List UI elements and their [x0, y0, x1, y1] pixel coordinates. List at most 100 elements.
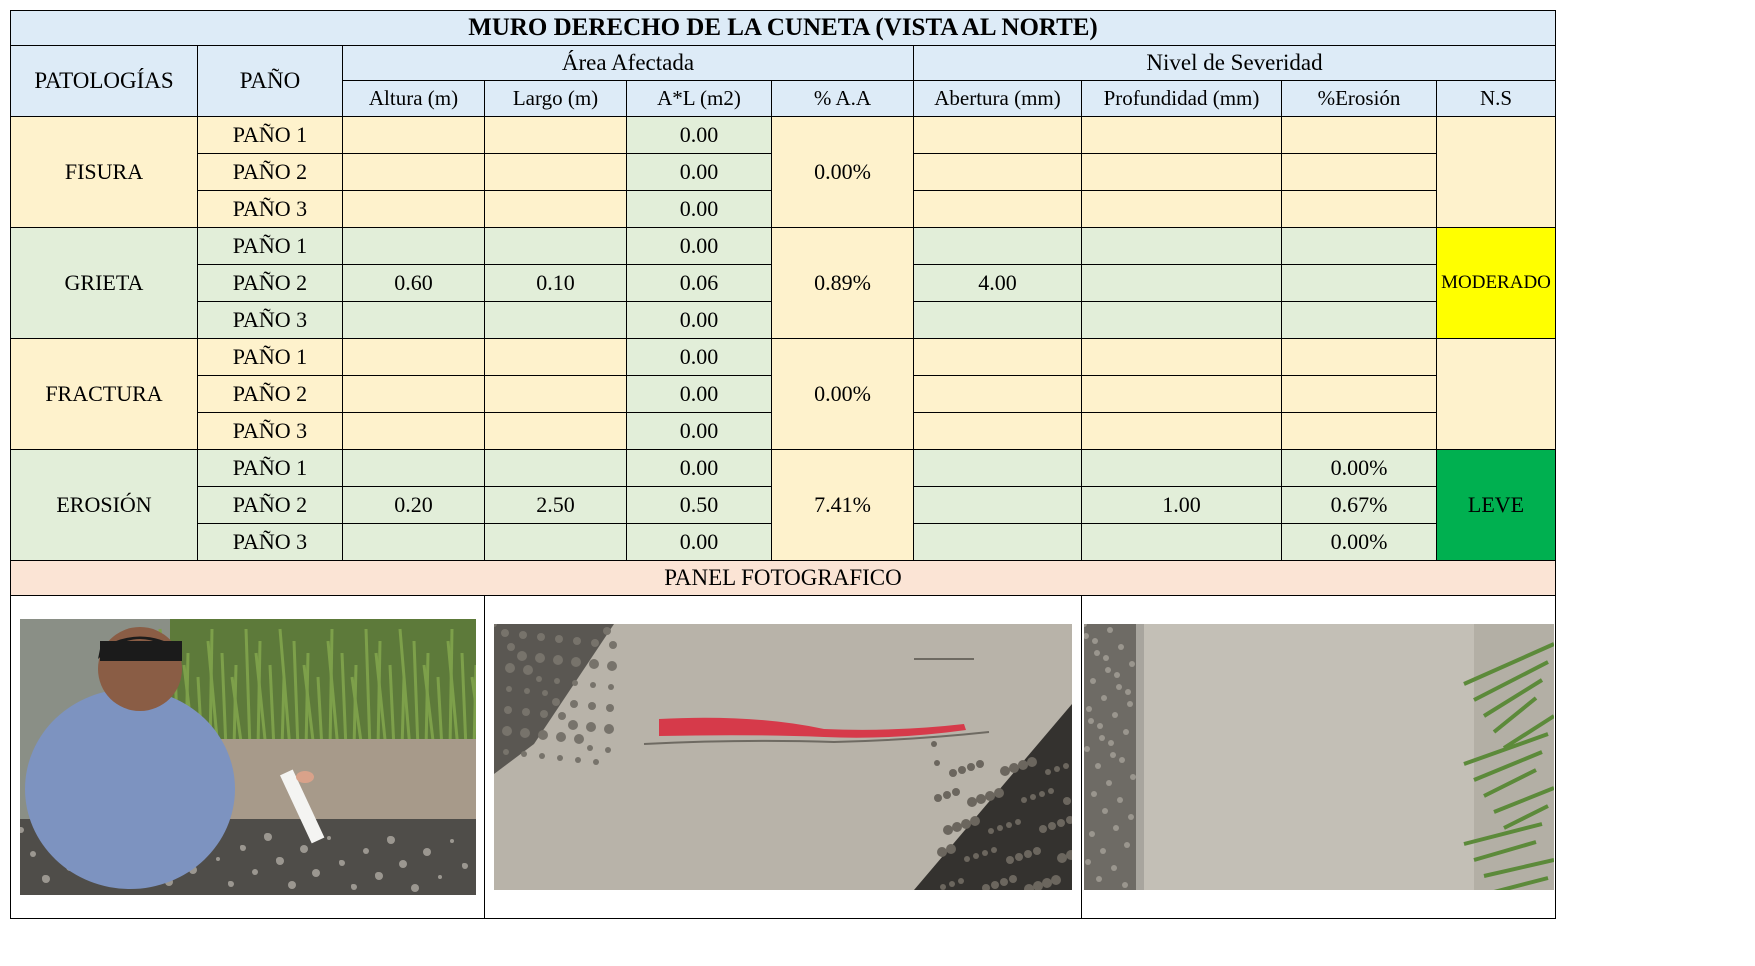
profundidad-cell — [1081, 264, 1282, 302]
pct-aa-cell: 0.00% — [771, 338, 914, 450]
axl-cell: 0.06 — [626, 264, 772, 302]
axl-cell: 0.00 — [626, 375, 772, 413]
header-area-afectada: Área Afectada — [342, 45, 914, 81]
pano-cell: PAÑO 2 — [197, 375, 343, 413]
header-pct-aa: % A.A — [771, 80, 914, 117]
pct-erosion-cell: 0.00% — [1281, 523, 1437, 561]
pct-erosion-cell — [1281, 227, 1437, 265]
header-axl: A*L (m2) — [626, 80, 772, 117]
axl-cell: 0.00 — [626, 523, 772, 561]
altura-cell — [342, 301, 485, 339]
abertura-cell — [913, 449, 1082, 487]
altura-cell: 0.60 — [342, 264, 485, 302]
axl-cell: 0.00 — [626, 338, 772, 376]
header-pct-erosion: %Erosión — [1281, 80, 1437, 117]
abertura-cell — [913, 486, 1082, 524]
largo-cell: 2.50 — [484, 486, 627, 524]
largo-cell — [484, 523, 627, 561]
pano-cell: PAÑO 1 — [197, 116, 343, 154]
photo-cell — [484, 595, 1082, 919]
altura-cell — [342, 227, 485, 265]
severity-cell: LEVE — [1436, 449, 1556, 561]
profundidad-cell — [1081, 412, 1282, 450]
profundidad-cell: 1.00 — [1081, 486, 1282, 524]
altura-cell — [342, 412, 485, 450]
header-ns: N.S — [1436, 80, 1556, 117]
axl-cell: 0.00 — [626, 227, 772, 265]
altura-cell — [342, 523, 485, 561]
header-altura: Altura (m) — [342, 80, 485, 117]
pano-cell: PAÑO 1 — [197, 338, 343, 376]
pct-erosion-cell — [1281, 375, 1437, 413]
largo-cell — [484, 153, 627, 191]
header-nivel-severidad: Nivel de Severidad — [913, 45, 1556, 81]
table-row: PAÑO 3 0.00 — [11, 301, 1556, 339]
axl-cell: 0.50 — [626, 486, 772, 524]
pct-erosion-cell — [1281, 264, 1437, 302]
profundidad-cell — [1081, 449, 1282, 487]
abertura-cell: 4.00 — [913, 264, 1082, 302]
pct-aa-cell: 7.41% — [771, 449, 914, 561]
profundidad-cell — [1081, 338, 1282, 376]
photo-concrete-surface-erosion — [1083, 624, 1554, 890]
largo-cell — [484, 190, 627, 228]
photo-cell — [1081, 595, 1556, 919]
largo-cell — [484, 449, 627, 487]
profundidad-cell — [1081, 375, 1282, 413]
profundidad-cell — [1081, 523, 1282, 561]
largo-cell — [484, 116, 627, 154]
axl-cell: 0.00 — [626, 301, 772, 339]
pano-cell: PAÑO 1 — [197, 449, 343, 487]
header-profundidad: Profundidad (mm) — [1081, 80, 1282, 117]
abertura-cell — [913, 116, 1082, 154]
abertura-cell — [913, 375, 1082, 413]
altura-cell — [342, 449, 485, 487]
pano-cell: PAÑO 2 — [197, 153, 343, 191]
severity-cell — [1436, 116, 1556, 228]
axl-cell: 0.00 — [626, 412, 772, 450]
axl-cell: 0.00 — [626, 449, 772, 487]
pano-cell: PAÑO 3 — [197, 523, 343, 561]
inspection-sheet: MURO DERECHO DE LA CUNETA (VISTA AL NORT… — [10, 10, 1556, 919]
abertura-cell — [913, 190, 1082, 228]
photo-cell — [10, 595, 485, 919]
pct-erosion-cell — [1281, 190, 1437, 228]
pct-erosion-cell — [1281, 116, 1437, 154]
pano-cell: PAÑO 3 — [197, 412, 343, 450]
pct-erosion-cell — [1281, 412, 1437, 450]
largo-cell — [484, 301, 627, 339]
axl-cell: 0.00 — [626, 190, 772, 228]
largo-cell — [484, 375, 627, 413]
abertura-cell — [913, 301, 1082, 339]
pct-erosion-cell: 0.00% — [1281, 449, 1437, 487]
sheet-title: MURO DERECHO DE LA CUNETA (VISTA AL NORT… — [10, 10, 1556, 46]
pathology-name: GRIETA — [10, 227, 198, 339]
abertura-cell — [913, 227, 1082, 265]
axl-cell: 0.00 — [626, 116, 772, 154]
pct-erosion-cell — [1281, 338, 1437, 376]
header-largo: Largo (m) — [484, 80, 627, 117]
pct-aa-cell: 0.00% — [771, 116, 914, 228]
altura-cell: 0.20 — [342, 486, 485, 524]
panel-title: PANEL FOTOGRAFICO — [10, 560, 1556, 596]
pano-cell: PAÑO 2 — [197, 264, 343, 302]
largo-cell — [484, 338, 627, 376]
altura-cell — [342, 338, 485, 376]
pano-cell: PAÑO 3 — [197, 301, 343, 339]
largo-cell: 0.10 — [484, 264, 627, 302]
photo-crack-marked-red — [494, 624, 1072, 890]
pct-erosion-cell — [1281, 153, 1437, 191]
pathology-name: EROSIÓN — [10, 449, 198, 561]
table-row: PAÑO 3 0.00 — [11, 412, 1556, 450]
header-abertura: Abertura (mm) — [913, 80, 1082, 117]
abertura-cell — [913, 412, 1082, 450]
altura-cell — [342, 375, 485, 413]
abertura-cell — [913, 338, 1082, 376]
pathology-name: FRACTURA — [10, 338, 198, 450]
